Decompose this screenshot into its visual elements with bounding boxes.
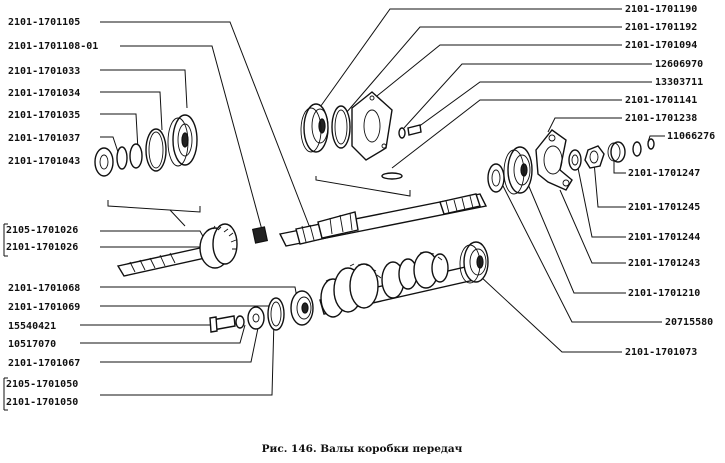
label-11066276: 11066276 [667,131,715,142]
right-labels: 2101-1701190 2101-1701192 2101-1701094 1… [625,4,715,358]
label-2101-1701073: 2101-1701073 [625,347,697,358]
main-shaft-group [278,91,655,247]
label-20715580: 20715580 [665,317,713,328]
label-10517070: 10517070 [8,339,56,350]
label-2101-1701035: 2101-1701035 [8,110,80,121]
label-2101-1701190: 2101-1701190 [625,4,697,15]
label-2101-1701210: 2101-1701210 [628,288,700,299]
label-2101-1701238: 2101-1701238 [625,113,697,124]
label-2101-1701243: 2101-1701243 [628,258,700,269]
label-2101-1701037: 2101-1701037 [8,133,80,144]
label-2101-1701069: 2101-1701069 [8,302,80,313]
label-2101-1701108-01: 2101-1701108-01 [8,41,98,52]
label-2101-1701141: 2101-1701141 [625,95,697,106]
label-2101-1701192: 2101-1701192 [625,22,697,33]
label-13303711: 13303711 [655,77,703,88]
label-2101-1701244: 2101-1701244 [628,232,700,243]
label-2101-1701094: 2101-1701094 [625,40,697,51]
label-2101-1701033: 2101-1701033 [8,66,80,77]
figure-caption: Рис. 146. Валы коробки передач [262,443,463,455]
label-2101-1701034: 2101-1701034 [8,88,80,99]
input-shaft-group [94,114,269,277]
leader-lines [80,8,665,396]
label-15540421: 15540421 [8,321,56,332]
countershaft-group [209,241,489,333]
label-2101-1701068: 2101-1701068 [8,283,80,294]
label-2101-1701247: 2101-1701247 [628,168,700,179]
label-12606970: 12606970 [655,59,703,70]
label-2101-1701105: 2101-1701105 [8,17,80,28]
label-2101-1701245: 2101-1701245 [628,202,700,213]
left-brackets [3,223,8,411]
label-2101-1701050: 2101-1701050 [6,397,78,408]
label-2101-1701043: 2101-1701043 [8,156,80,167]
label-2101-1701067: 2101-1701067 [8,358,80,369]
left-labels: 2101-1701105 2101-1701108-01 2101-170103… [6,17,98,408]
label-2101-1701026: 2101-1701026 [6,242,78,253]
label-2105-1701050: 2105-1701050 [6,379,78,390]
label-2105-1701026: 2105-1701026 [6,225,78,236]
